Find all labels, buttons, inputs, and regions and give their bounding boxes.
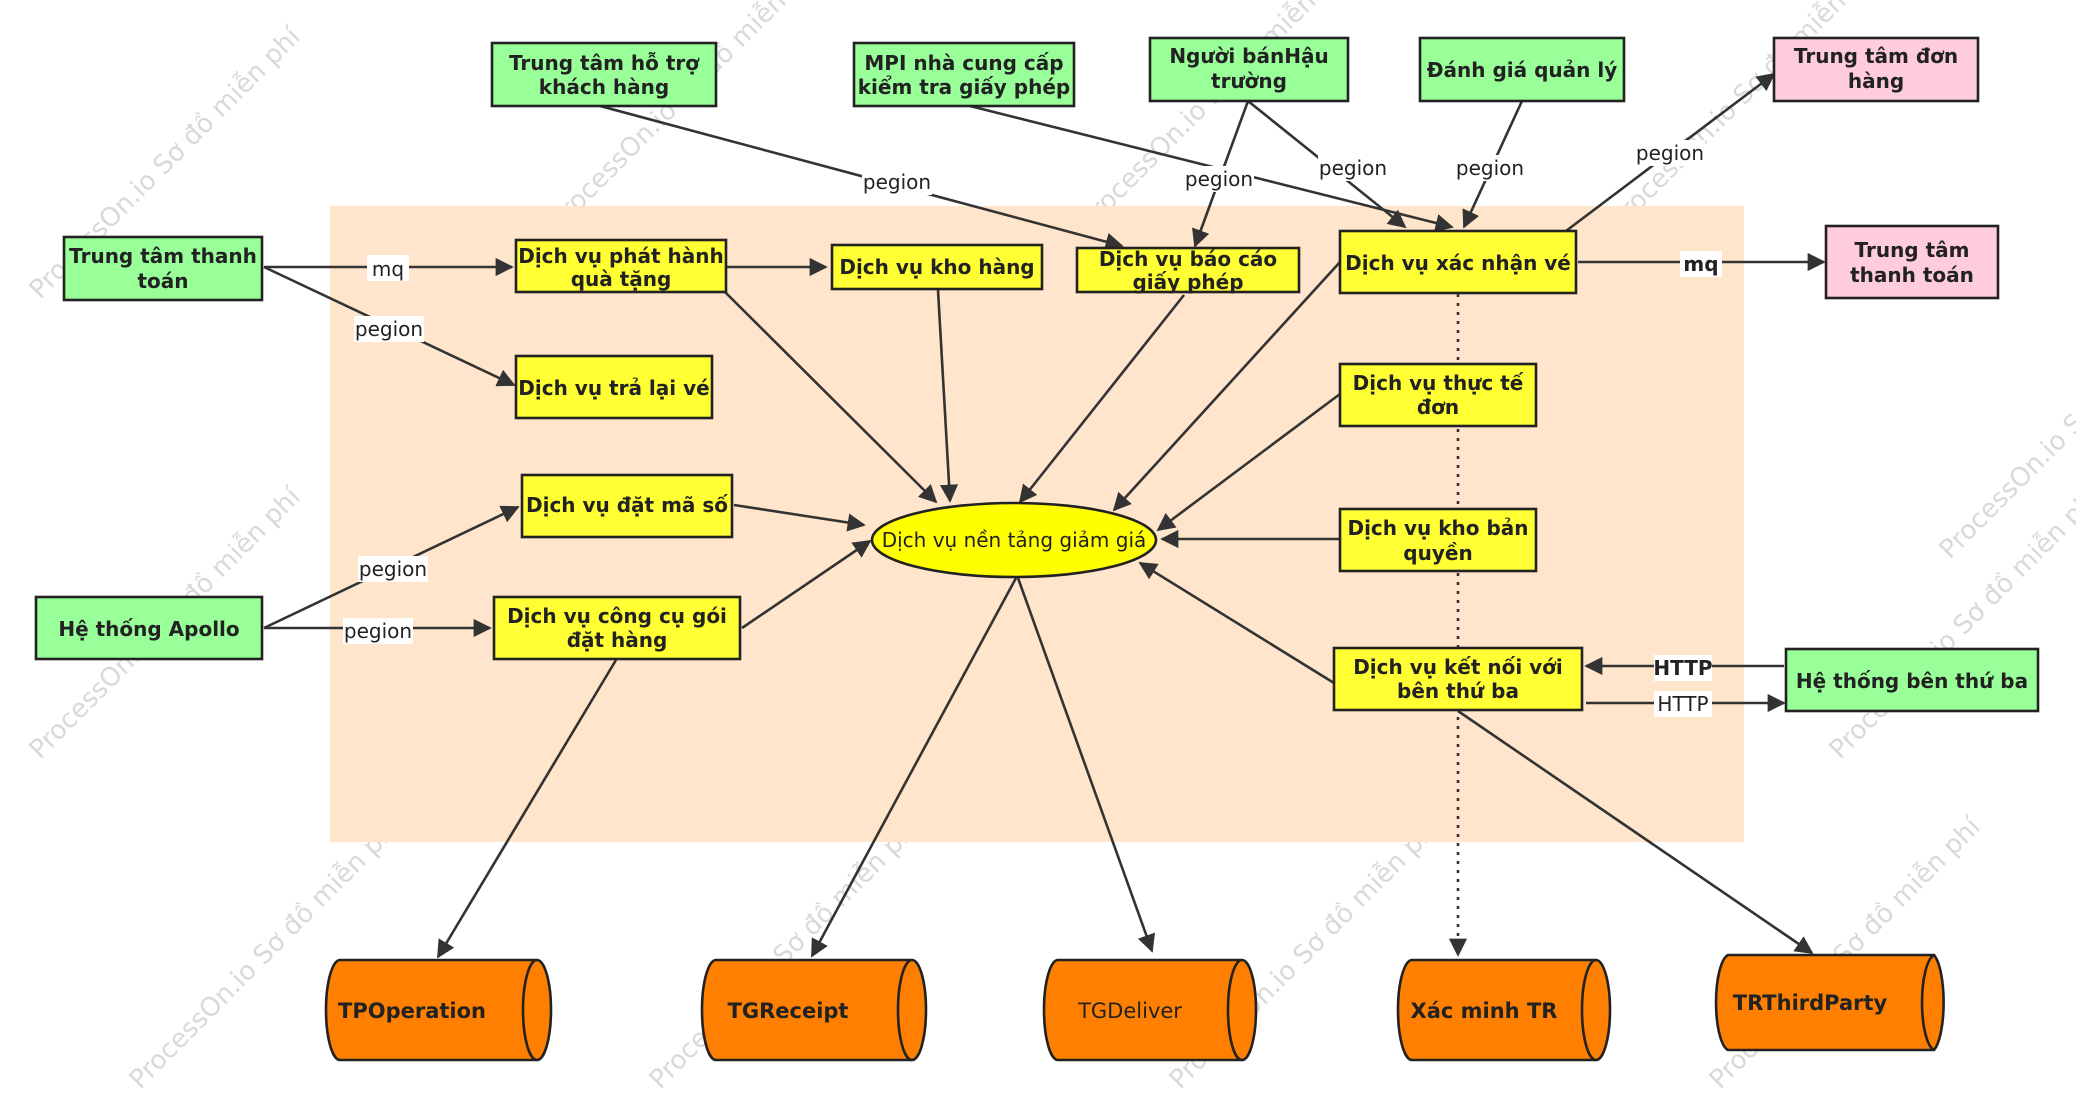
edge-support-to-confirm [599,104,1124,251]
node-third-party-system: Hệ thống bên thứ ba [1784,647,2040,713]
node-label: Dịch vụ trả lại vé [518,376,709,400]
node-label: Hệ thống bên thứ ba [1796,669,2028,693]
edge-gift-to-platform [723,290,938,504]
edge-label-mq-right: mq [1680,251,1722,277]
watermark-text: ProcessOn.io Sơ đồ miễn phí [1603,0,1887,235]
database-tpoperation: TPOperation [324,958,553,1062]
edge-code-to-platform [733,503,866,532]
node-label: Hệ thống Apollo [58,617,239,641]
edge-label-pegion-support: pegion [862,169,932,195]
node-warehouse: Dịch vụ kho hàng [830,243,1044,291]
database-trthirdparty: TRThirdParty [1714,953,1945,1052]
edge-package-to-tpoperation [436,659,618,959]
edge-label-pegion-order-center: pegion [1635,140,1705,166]
node-label: Dịch vụ kho hàng [839,255,1034,279]
svg-text:HTTP: HTTP [1657,692,1708,716]
database-label: Xác minh TR [1411,999,1558,1023]
node-code-booking: Dịch vụ đặt mã số [520,473,734,539]
node-ticket-confirm: Dịch vụ xác nhận vé [1338,229,1578,295]
svg-text:pegion: pegion [1319,156,1387,180]
database-tgdeliver: TGDeliver [1042,958,1258,1062]
svg-text:mq: mq [1683,252,1718,276]
svg-text:pegion: pegion [1636,141,1704,165]
node-management-eval: Đánh giá quản lý [1418,36,1626,103]
svg-text:pegion: pegion [344,619,412,643]
edge-connect-to-trthirdparty [1457,709,1814,955]
edge-label-pegion-eval: pegion [1455,155,1525,181]
svg-text:pegion: pegion [359,557,427,581]
edge-package-to-platform [741,539,872,630]
database-label: TGReceipt [728,999,849,1023]
edge-platform-to-tgdeliver [1016,577,1156,953]
watermark-text: ProcessOn.io Sơ đồ miễn phí [1703,811,1987,1095]
node-label: Dịch vụ nền tảng giảm giá [882,528,1147,552]
database-tr-verify: Xác minh TR [1396,958,1612,1062]
edge-label-pegion-seller-confirm: pegion [1318,155,1388,181]
edge-label-pegion-apollo-package: pegion [343,618,413,644]
node-label: Dịch vụ xác nhận vé [1345,251,1571,275]
edge-labels: mq pegion pegion pegion pegion pegion pe… [343,140,1722,717]
node-discount-platform: Dịch vụ nền tảng giảm giá [870,501,1158,579]
svg-text:pegion: pegion [355,317,423,341]
node-ticket-return: Dịch vụ trả lại vé [514,354,714,420]
edge-label-http-incoming: HTTP [1653,655,1713,681]
watermark-text: ProcessOn.io Sơ đồ miễn phí [1823,481,2076,765]
edge-label-mq-left: mq [367,255,409,281]
svg-text:pegion: pegion [1185,167,1253,191]
edge-license-to-platform [1018,294,1186,504]
database-label: TPOperation [338,999,486,1023]
edge-label-pegion-payment-return: pegion [354,316,424,342]
node-label: Đánh giá quản lý [1427,58,1617,82]
svg-text:HTTP: HTTP [1653,656,1712,680]
edge-label-http-outgoing: HTTP [1654,691,1712,717]
edge-actual-to-platform [1156,392,1341,532]
database-label: TRThirdParty [1733,991,1888,1015]
svg-text:mq: mq [372,257,404,281]
edge-warehouse-to-platform [936,289,959,503]
edge-connect-to-platform [1138,561,1335,685]
node-label: Dịch vụ đặt mã số [526,493,728,517]
node-apollo: Hệ thống Apollo [34,595,264,661]
watermark-text: ProcessOn.io Sơ đồ miễn phí [1073,0,1357,235]
edge-label-pegion-seller-license: pegion [1184,166,1254,192]
database-tgreceipt: TGReceipt [700,958,928,1062]
edge-label-pegion-apollo-code: pegion [358,556,428,582]
svg-text:pegion: pegion [863,170,931,194]
database-label: TGDeliver [1077,999,1182,1023]
watermark-text: ProcessOn.io Sơ đồ miễn phí [543,0,827,235]
edge-platform-to-tgreceipt [810,577,1018,958]
edge-confirm-to-platform [1112,261,1341,512]
svg-text:pegion: pegion [1456,156,1524,180]
